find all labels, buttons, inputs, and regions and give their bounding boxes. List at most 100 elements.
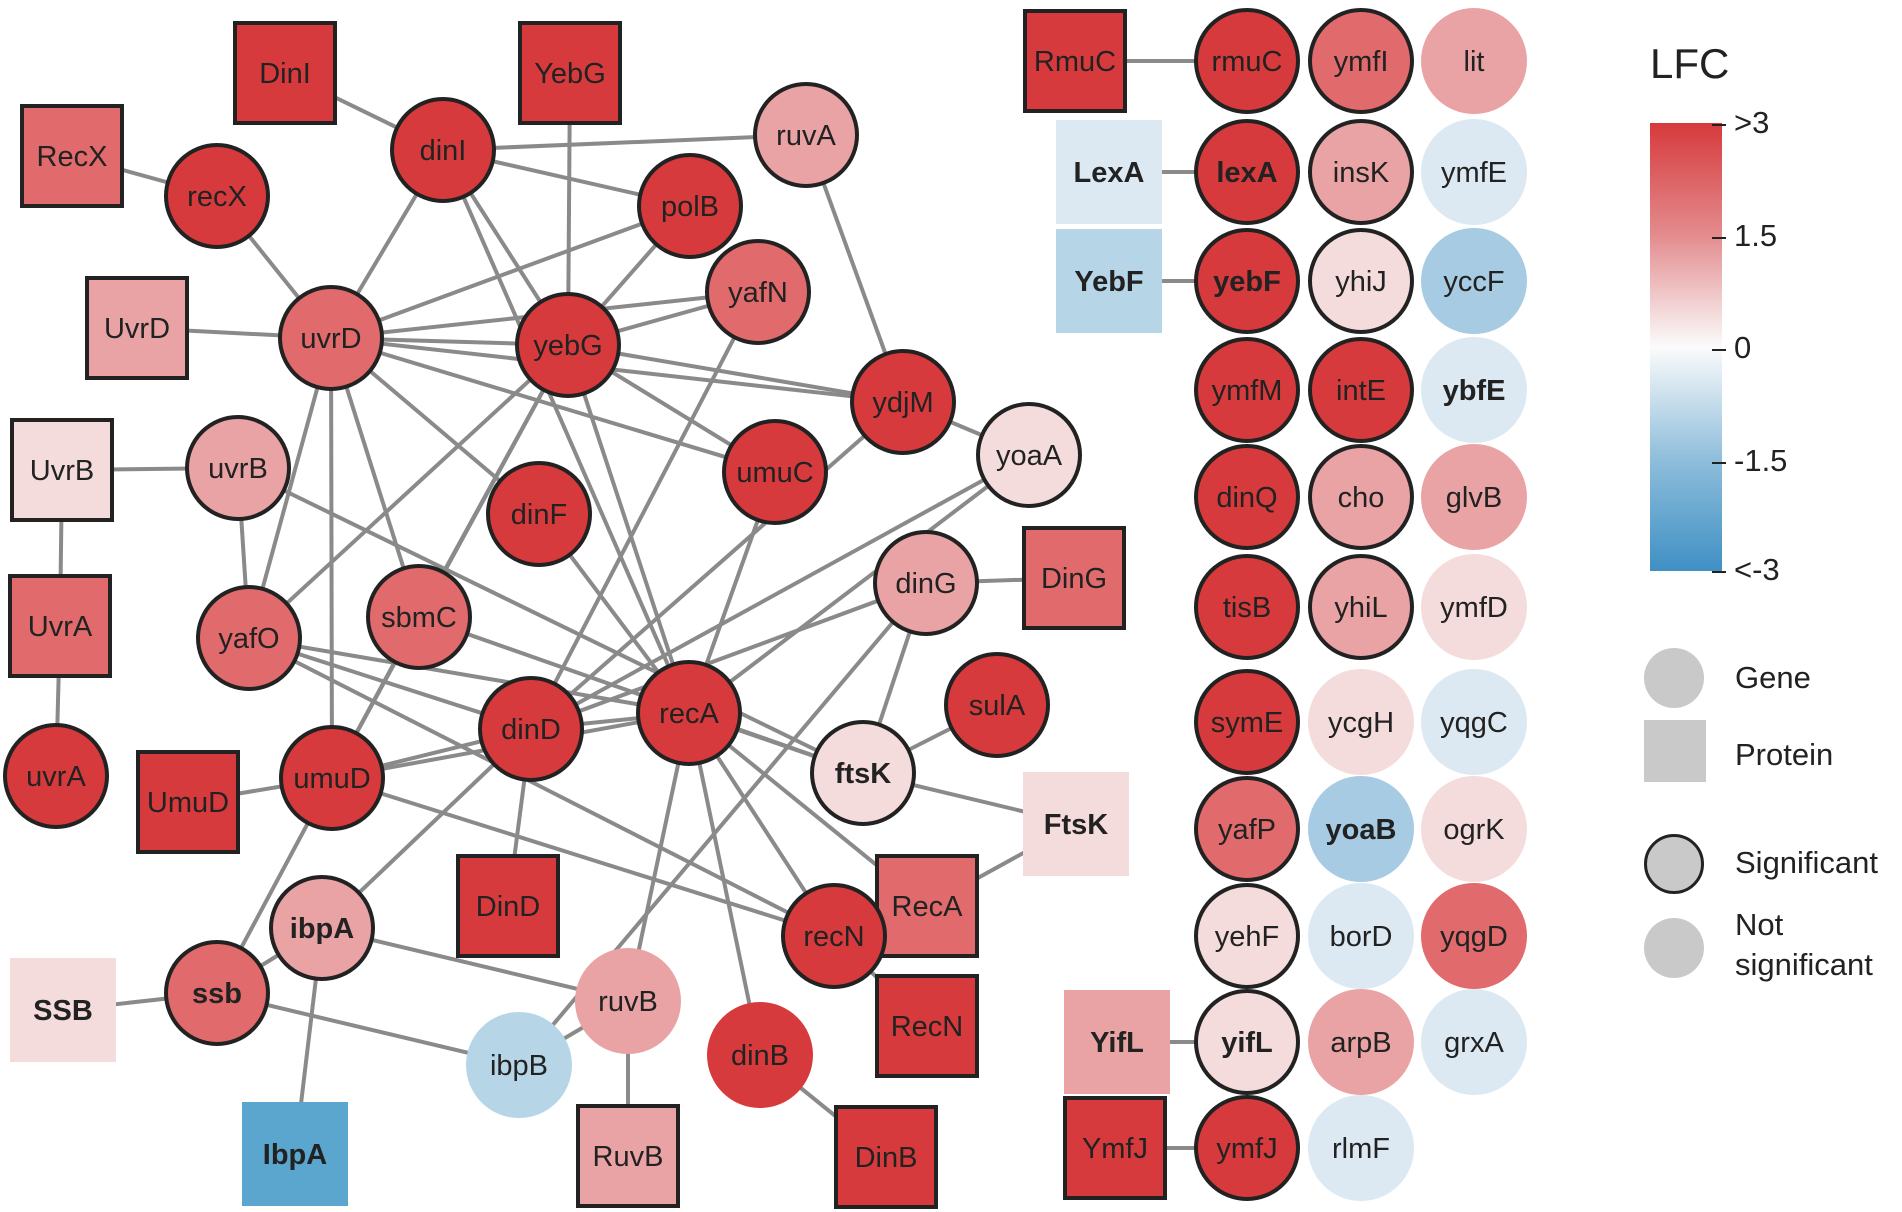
node-shape xyxy=(636,660,742,766)
node-shape xyxy=(10,418,114,522)
legend-tick: 1.5 xyxy=(1712,218,1777,254)
node-label: yebF xyxy=(1213,266,1281,298)
gene-node-rlmF: rlmF xyxy=(1308,1095,1414,1201)
legend-protein-label: Protein xyxy=(1735,737,1834,772)
gene-node-ybfE: ybfE xyxy=(1421,337,1527,443)
gene-node-ymfJ: ymfJ xyxy=(1194,1095,1300,1201)
node-shape xyxy=(976,402,1082,508)
node-shape xyxy=(456,854,560,958)
node-label: yoaB xyxy=(1326,814,1397,846)
gene-node-ymfM: ymfM xyxy=(1194,337,1300,443)
edge-ydjM-dinD xyxy=(529,400,905,731)
gene-node-yhiL: yhiL xyxy=(1308,554,1414,660)
legend-circle-shape xyxy=(1644,648,1704,708)
node-shape xyxy=(1308,554,1414,660)
node-label: YebF xyxy=(1074,266,1143,298)
legend-square-shape xyxy=(1644,720,1706,782)
gene-node-recX: recX xyxy=(164,143,270,249)
node-shape xyxy=(1308,444,1414,550)
gene-node-uvrD: uvrD xyxy=(278,285,384,391)
node-label: rlmF xyxy=(1332,1133,1390,1165)
edge-umuD-recN xyxy=(331,776,835,938)
protein-node-DinI: DinI xyxy=(233,21,337,125)
node-label: intE xyxy=(1336,375,1386,407)
node-label: ydjM xyxy=(872,387,933,419)
node-shape xyxy=(1194,554,1300,660)
node-label: SSB xyxy=(33,995,93,1027)
lfc-colorbar xyxy=(1650,123,1722,571)
tick-label: -1.5 xyxy=(1734,443,1788,478)
edge-uvrD-ydjM xyxy=(330,336,904,404)
gene-node-dinI: dinI xyxy=(390,97,496,203)
node-shape xyxy=(390,97,496,203)
node-label: UvrB xyxy=(30,455,94,487)
node-label: uvrA xyxy=(26,761,86,793)
node-shape xyxy=(1421,119,1527,225)
node-label: YmfJ xyxy=(1082,1133,1148,1165)
node-label: yafN xyxy=(728,277,788,309)
node-shape xyxy=(233,21,337,125)
edge-yebG-yafO xyxy=(247,343,570,640)
edge-yafN-dinD xyxy=(529,291,760,730)
edge-yafO-recN xyxy=(248,636,835,938)
legend-tick: 0 xyxy=(1712,330,1751,366)
gene-node-insK: insK xyxy=(1308,119,1414,225)
node-shape xyxy=(575,948,681,1054)
node-shape xyxy=(185,415,291,521)
node-label: ymfJ xyxy=(1216,1133,1277,1165)
gene-node-uvrA: uvrA xyxy=(3,723,109,829)
node-shape xyxy=(834,1105,938,1209)
node-shape xyxy=(1308,883,1414,989)
gene-node-sulA: sulA xyxy=(944,652,1050,758)
node-label: cho xyxy=(1338,482,1385,514)
legend-not-significant-label: Not significant xyxy=(1735,907,1873,982)
node-label: UvrD xyxy=(104,313,170,345)
protein-node-DinD: DinD xyxy=(456,854,560,958)
gene-node-yqgC: yqgC xyxy=(1421,669,1527,775)
node-label: dinG xyxy=(895,568,956,600)
gene-node-yebF: yebF xyxy=(1194,228,1300,334)
gene-node-lit: lit xyxy=(1421,8,1527,114)
gene-node-ibpB: ibpB xyxy=(466,1012,572,1118)
node-shape xyxy=(3,723,109,829)
node-shape xyxy=(1023,9,1127,113)
node-shape xyxy=(850,349,956,455)
node-label: uvrD xyxy=(300,323,361,355)
legend-significant-shape xyxy=(1644,834,1704,894)
node-label: dinF xyxy=(511,499,567,531)
node-label: symE xyxy=(1211,707,1284,739)
protein-node-YebG: YebG xyxy=(518,21,622,125)
node-shape xyxy=(136,750,240,854)
gene-node-yoaB: yoaB xyxy=(1308,776,1414,882)
node-label: ymfD xyxy=(1440,592,1508,624)
node-label: IbpA xyxy=(263,1139,327,1171)
gene-node-ftsK: ftsK xyxy=(810,720,916,826)
node-label: recX xyxy=(187,181,247,213)
node-shape xyxy=(1421,337,1527,443)
node-shape xyxy=(196,585,302,691)
node-shape xyxy=(85,276,189,380)
node-shape xyxy=(1056,229,1162,333)
node-label: ymfI xyxy=(1334,46,1389,78)
node-label: dinD xyxy=(501,714,561,746)
node-label: dinB xyxy=(731,1040,789,1072)
node-shape xyxy=(875,974,979,1078)
protein-node-DinG: DinG xyxy=(1022,526,1126,630)
tick-label: 0 xyxy=(1734,330,1752,365)
gene-node-cho: cho xyxy=(1308,444,1414,550)
node-label: yqgC xyxy=(1440,707,1508,739)
edge-dinG-dinD xyxy=(530,581,927,731)
protein-node-RecN: RecN xyxy=(875,974,979,1078)
node-label: ogrK xyxy=(1443,814,1505,846)
gene-node-ycgH: ycgH xyxy=(1308,669,1414,775)
node-shape xyxy=(1421,228,1527,334)
gene-node-yafN: yafN xyxy=(705,239,811,345)
node-label: ruvA xyxy=(776,120,836,152)
gene-node-umuD: umuD xyxy=(279,725,385,831)
protein-node-RuvB: RuvB xyxy=(576,1104,680,1208)
node-shape xyxy=(1056,120,1162,224)
gene-node-symE: symE xyxy=(1194,669,1300,775)
node-shape xyxy=(1421,554,1527,660)
legend-significant-label: Significant xyxy=(1735,845,1879,880)
